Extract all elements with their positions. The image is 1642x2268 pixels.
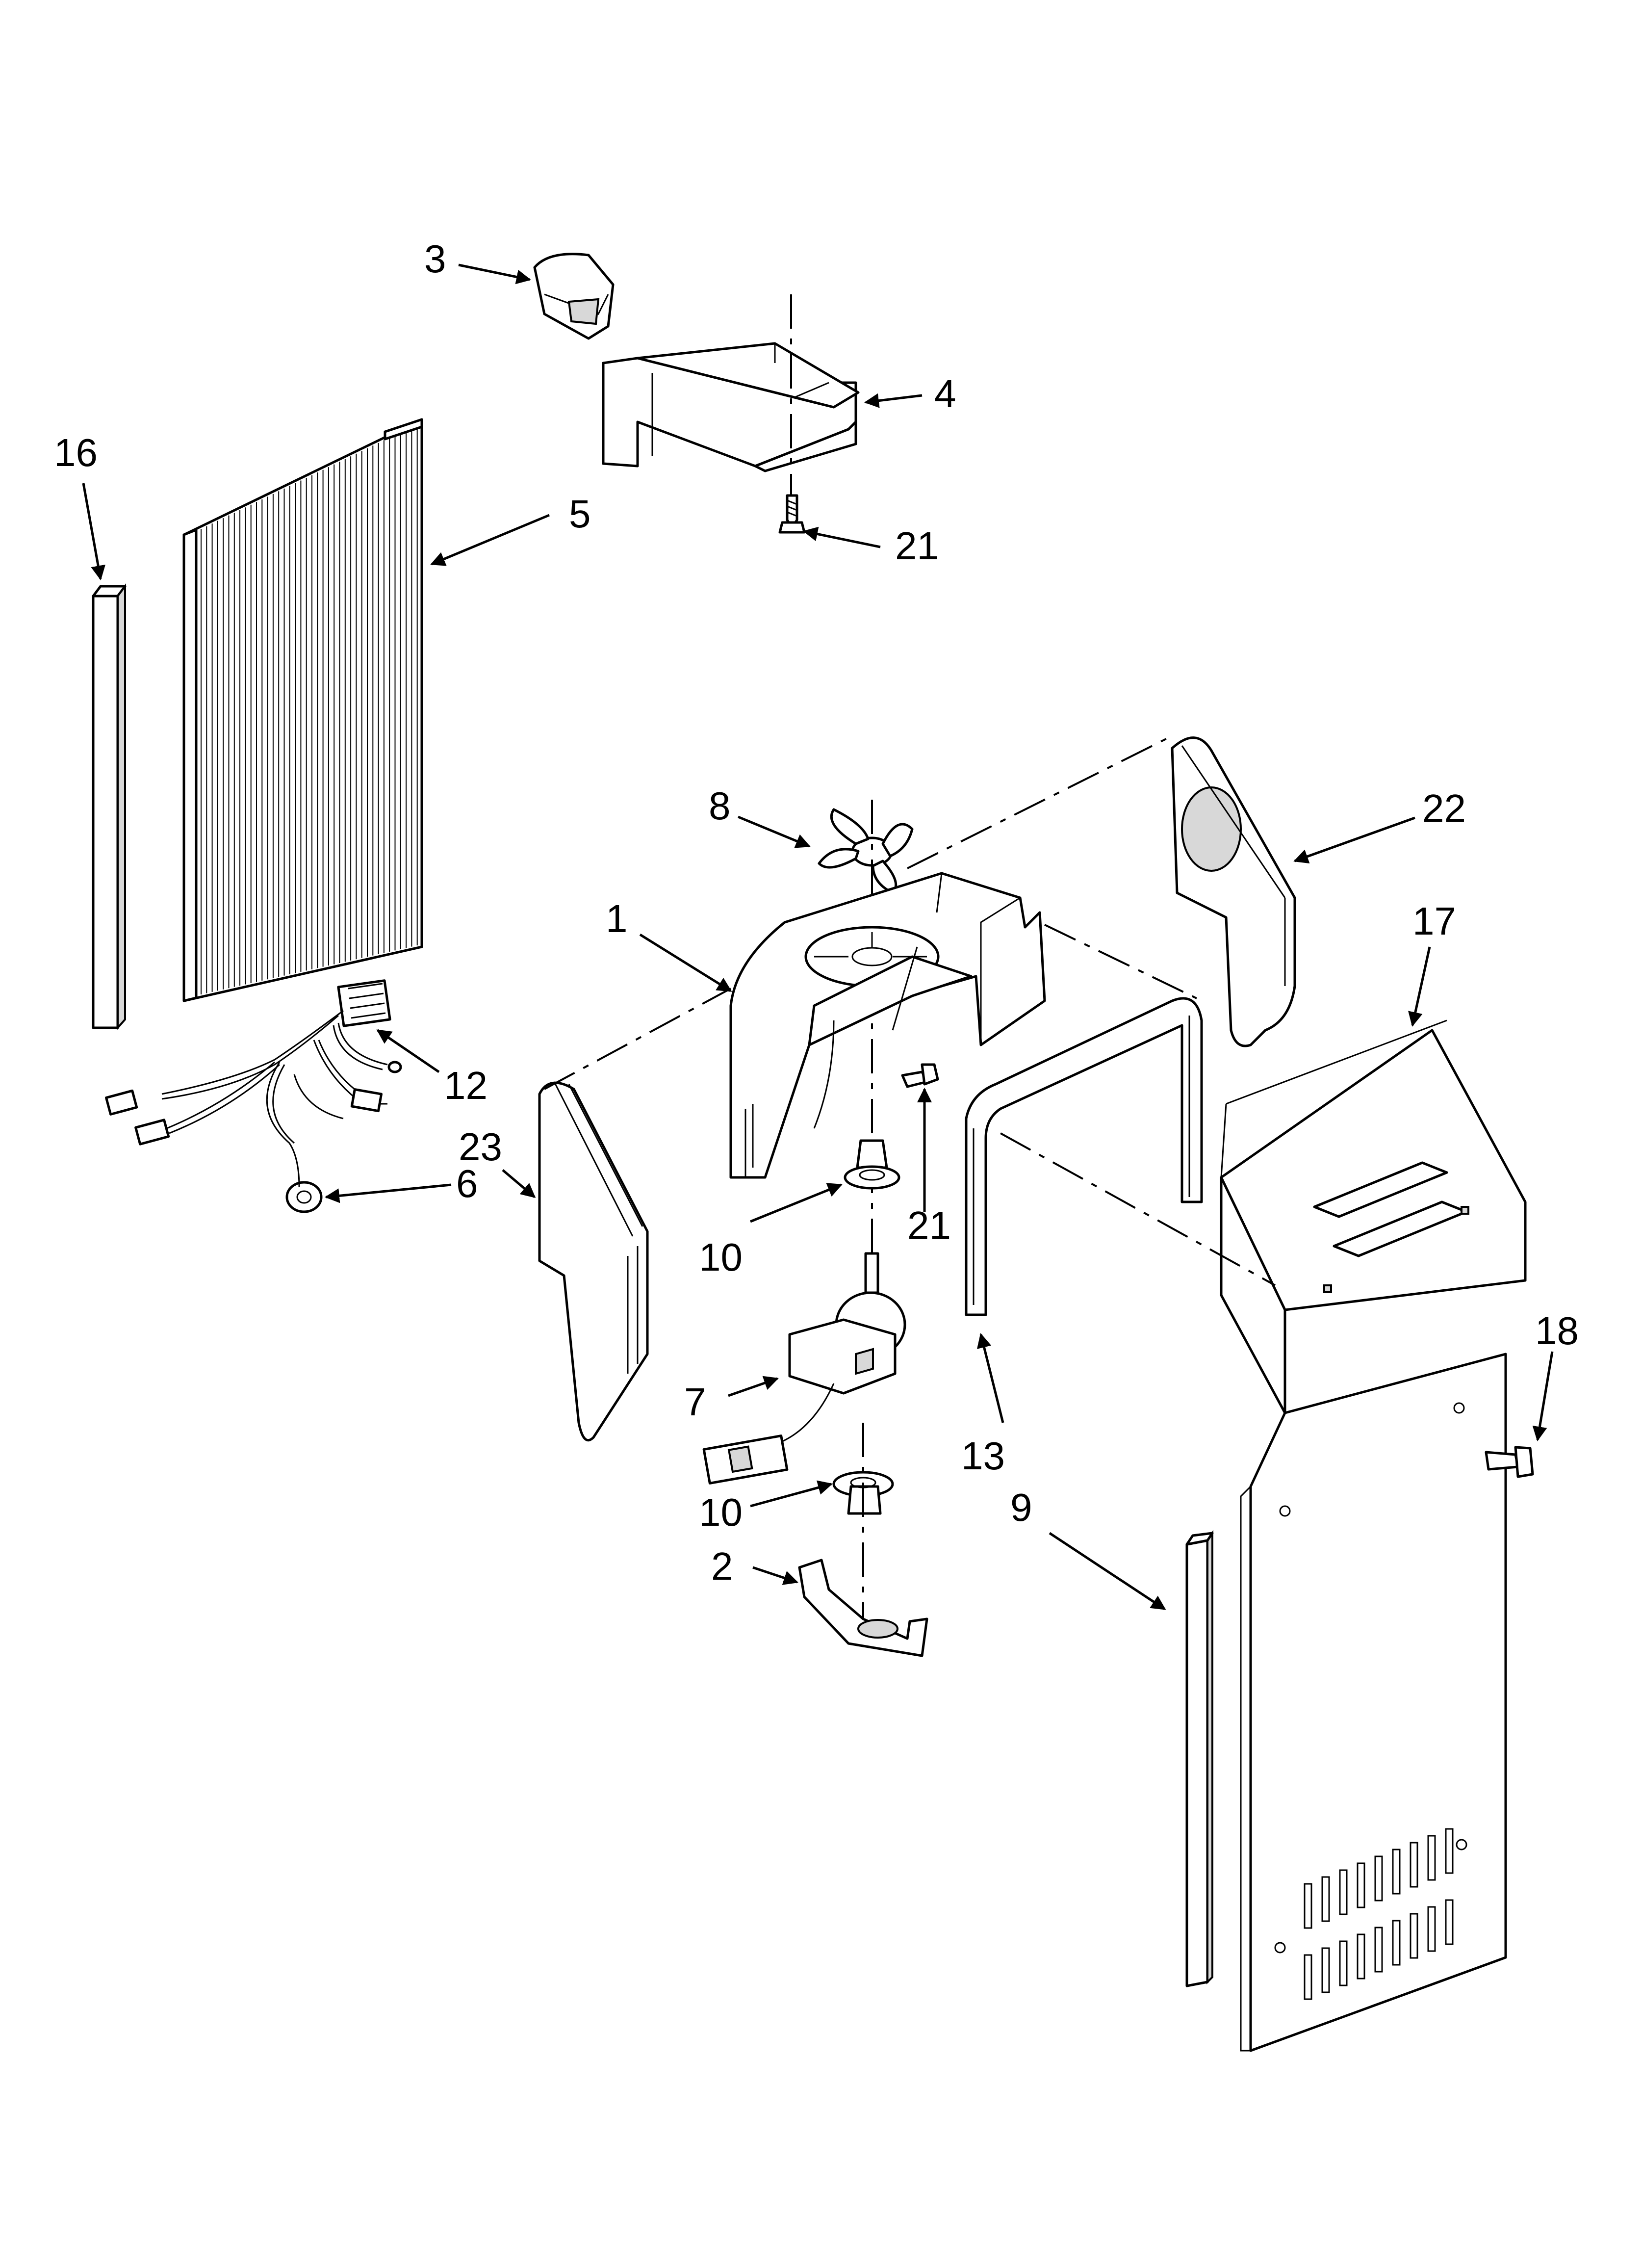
side-screw <box>1485 1446 1534 1478</box>
vent-slot <box>1321 1947 1330 1993</box>
vent-slot <box>1304 1954 1312 2000</box>
callout-13: 13 <box>961 1434 1005 1478</box>
wire-harness <box>105 979 402 1188</box>
callout-10-lower: 10 <box>699 1490 743 1534</box>
callout-18: 18 <box>1535 1309 1579 1353</box>
vent-slot <box>1410 1842 1418 1888</box>
left-insulation <box>538 1081 649 1442</box>
callout-6: 6 <box>456 1162 478 1205</box>
u-channel <box>965 997 1203 1316</box>
vent-slot <box>1374 1855 1383 1902</box>
center-strip <box>1185 1530 1214 1987</box>
callout-17: 17 <box>1412 899 1456 943</box>
callout-7: 7 <box>684 1380 706 1424</box>
vent-slot <box>1357 1862 1365 1908</box>
evaporator-fins <box>201 424 418 995</box>
upper-grommet <box>844 1139 900 1190</box>
vent-slot <box>1410 1913 1418 1959</box>
callout-23: 23 <box>459 1125 502 1169</box>
callout-5: 5 <box>569 492 591 536</box>
callout-10-upper: 10 <box>699 1235 743 1279</box>
evaporator-panel <box>182 418 423 1002</box>
vent-slot <box>1304 1883 1312 1929</box>
motor-bracket <box>798 1559 928 1657</box>
left-strip <box>92 583 127 1031</box>
callout-21-lower: 21 <box>907 1203 951 1247</box>
damper-cap <box>533 253 615 340</box>
callout-22: 22 <box>1422 786 1466 830</box>
vent-slot <box>1374 1927 1383 1973</box>
fan-motor <box>702 1252 906 1485</box>
vent-slot <box>1427 1835 1436 1881</box>
callout-3: 3 <box>424 237 446 281</box>
air-duct <box>602 294 860 500</box>
grommet <box>285 1181 323 1213</box>
vent-slot <box>1427 1906 1436 1952</box>
vent-slot <box>1392 1920 1401 1966</box>
upper-cover <box>1220 1019 1527 1414</box>
lower-grommet <box>832 1423 894 1619</box>
shroud-screw <box>901 1063 939 1088</box>
fan-blade <box>818 800 914 1300</box>
vent-slot <box>1392 1849 1401 1895</box>
vent-slot <box>1321 1876 1330 1922</box>
callout-9: 9 <box>1010 1486 1032 1529</box>
callout-21-upper: 21 <box>895 524 939 568</box>
vent-slot <box>1445 1899 1454 1945</box>
callout-16: 16 <box>54 431 98 474</box>
callout-8: 8 <box>709 784 731 828</box>
callout-2: 2 <box>711 1544 733 1588</box>
callout-12: 12 <box>444 1064 487 1107</box>
rear-cover <box>1240 1310 1507 2052</box>
vent-slot <box>1339 1940 1348 1986</box>
callout-4: 4 <box>934 372 956 416</box>
vent-slot <box>1445 1828 1454 1874</box>
assembly-lines <box>544 735 1276 1286</box>
vent-slots <box>1304 1828 1454 2000</box>
duct-screw <box>778 494 806 534</box>
vent-slot <box>1357 1933 1365 1980</box>
callout-1: 1 <box>606 897 628 940</box>
vent-slot <box>1339 1869 1348 1915</box>
callouts: 3 4 16 5 21 8 22 1 17 12 23 6 21 10 7 13… <box>54 237 1579 1588</box>
right-insulation <box>1171 736 1296 1047</box>
fan-shroud <box>729 872 1046 1179</box>
leader-lines <box>82 263 1554 1611</box>
